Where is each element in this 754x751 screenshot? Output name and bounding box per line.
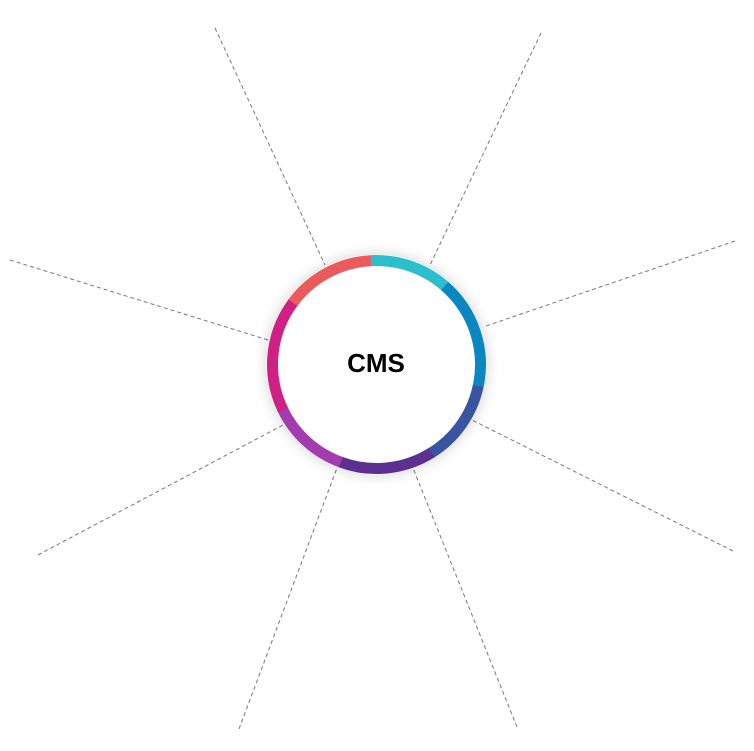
ring-segment-purple (338, 447, 435, 474)
spoke-line-7 (37, 424, 284, 556)
spoke-line-8 (9, 259, 269, 341)
ring-segment-magenta (267, 299, 298, 413)
ring-segment-coral (287, 255, 373, 307)
spoke-line-4 (471, 419, 734, 552)
spoke-line-6 (238, 467, 338, 730)
spoke-line-3 (482, 240, 736, 328)
ring-segment-indigo (427, 384, 484, 458)
ring-segment-blue (441, 281, 486, 389)
hub-label: CMS (347, 348, 405, 378)
hub-circle (266, 254, 487, 475)
spoke-line-1 (214, 27, 326, 266)
spoke-line-2 (429, 32, 542, 266)
ring-segment-teal (370, 255, 450, 291)
spoke-line-5 (412, 467, 518, 728)
ring-segment-violet (277, 406, 343, 468)
